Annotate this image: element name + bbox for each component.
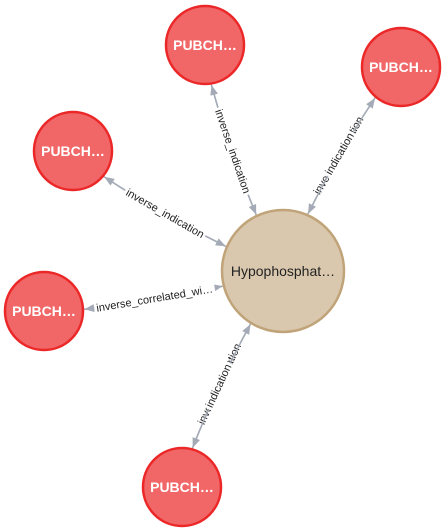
edge-label-group: indication (202, 360, 237, 412)
node-label: PUBCH… (41, 143, 105, 159)
node-compound[interactable]: PUBCH… (3, 270, 85, 352)
node-label: Hypophosphat… (231, 263, 335, 279)
compound-node-circle[interactable] (32, 110, 114, 192)
edge-label: inverse_indication (212, 108, 252, 195)
edge-label-group: indication (321, 128, 359, 180)
compound-node-circle[interactable] (3, 270, 85, 352)
edge-e8[interactable]: inverse_correlated_wi… (84, 282, 224, 317)
edge-e2[interactable]: inverse_indication (210, 85, 258, 216)
compound-node-circle[interactable] (141, 446, 223, 528)
edge-label-bg (121, 185, 209, 243)
disease-node-circle[interactable] (220, 208, 346, 334)
compound-node-circle[interactable] (360, 26, 442, 108)
edge-label-bg (202, 360, 237, 412)
edge-e6[interactable]: inverse_indication (104, 176, 227, 248)
edge-label: inverse_indication (124, 187, 206, 241)
node-label: PUBCH… (150, 479, 214, 495)
edge-label-group: inverse_indication (121, 185, 209, 243)
node-label: PUBCH… (369, 59, 433, 75)
compound-node-circle[interactable] (164, 4, 246, 86)
node-compound[interactable]: PUBCH… (360, 26, 442, 108)
node-compound[interactable]: PUBCH… (32, 110, 114, 192)
node-compound[interactable]: PUBCH… (141, 446, 223, 528)
node-compound[interactable]: PUBCH… (164, 4, 246, 86)
edge-label-bg (93, 282, 217, 317)
node-disease[interactable]: Hypophosphat… (220, 208, 346, 334)
edge-label-group: inverse_indication (210, 105, 254, 198)
edge-label-bg (321, 128, 359, 180)
edge-label-group: inverse_correlated_wi… (93, 282, 217, 317)
edge-label-bg (210, 105, 254, 198)
node-label: PUBCH… (12, 303, 76, 319)
node-label: PUBCH… (173, 37, 237, 53)
edge-label: indication (323, 131, 357, 177)
nodes-layer: Hypophosphat… PUBCH… PUBCH… PUBCH… PUBCH… PUB… (3, 4, 442, 528)
